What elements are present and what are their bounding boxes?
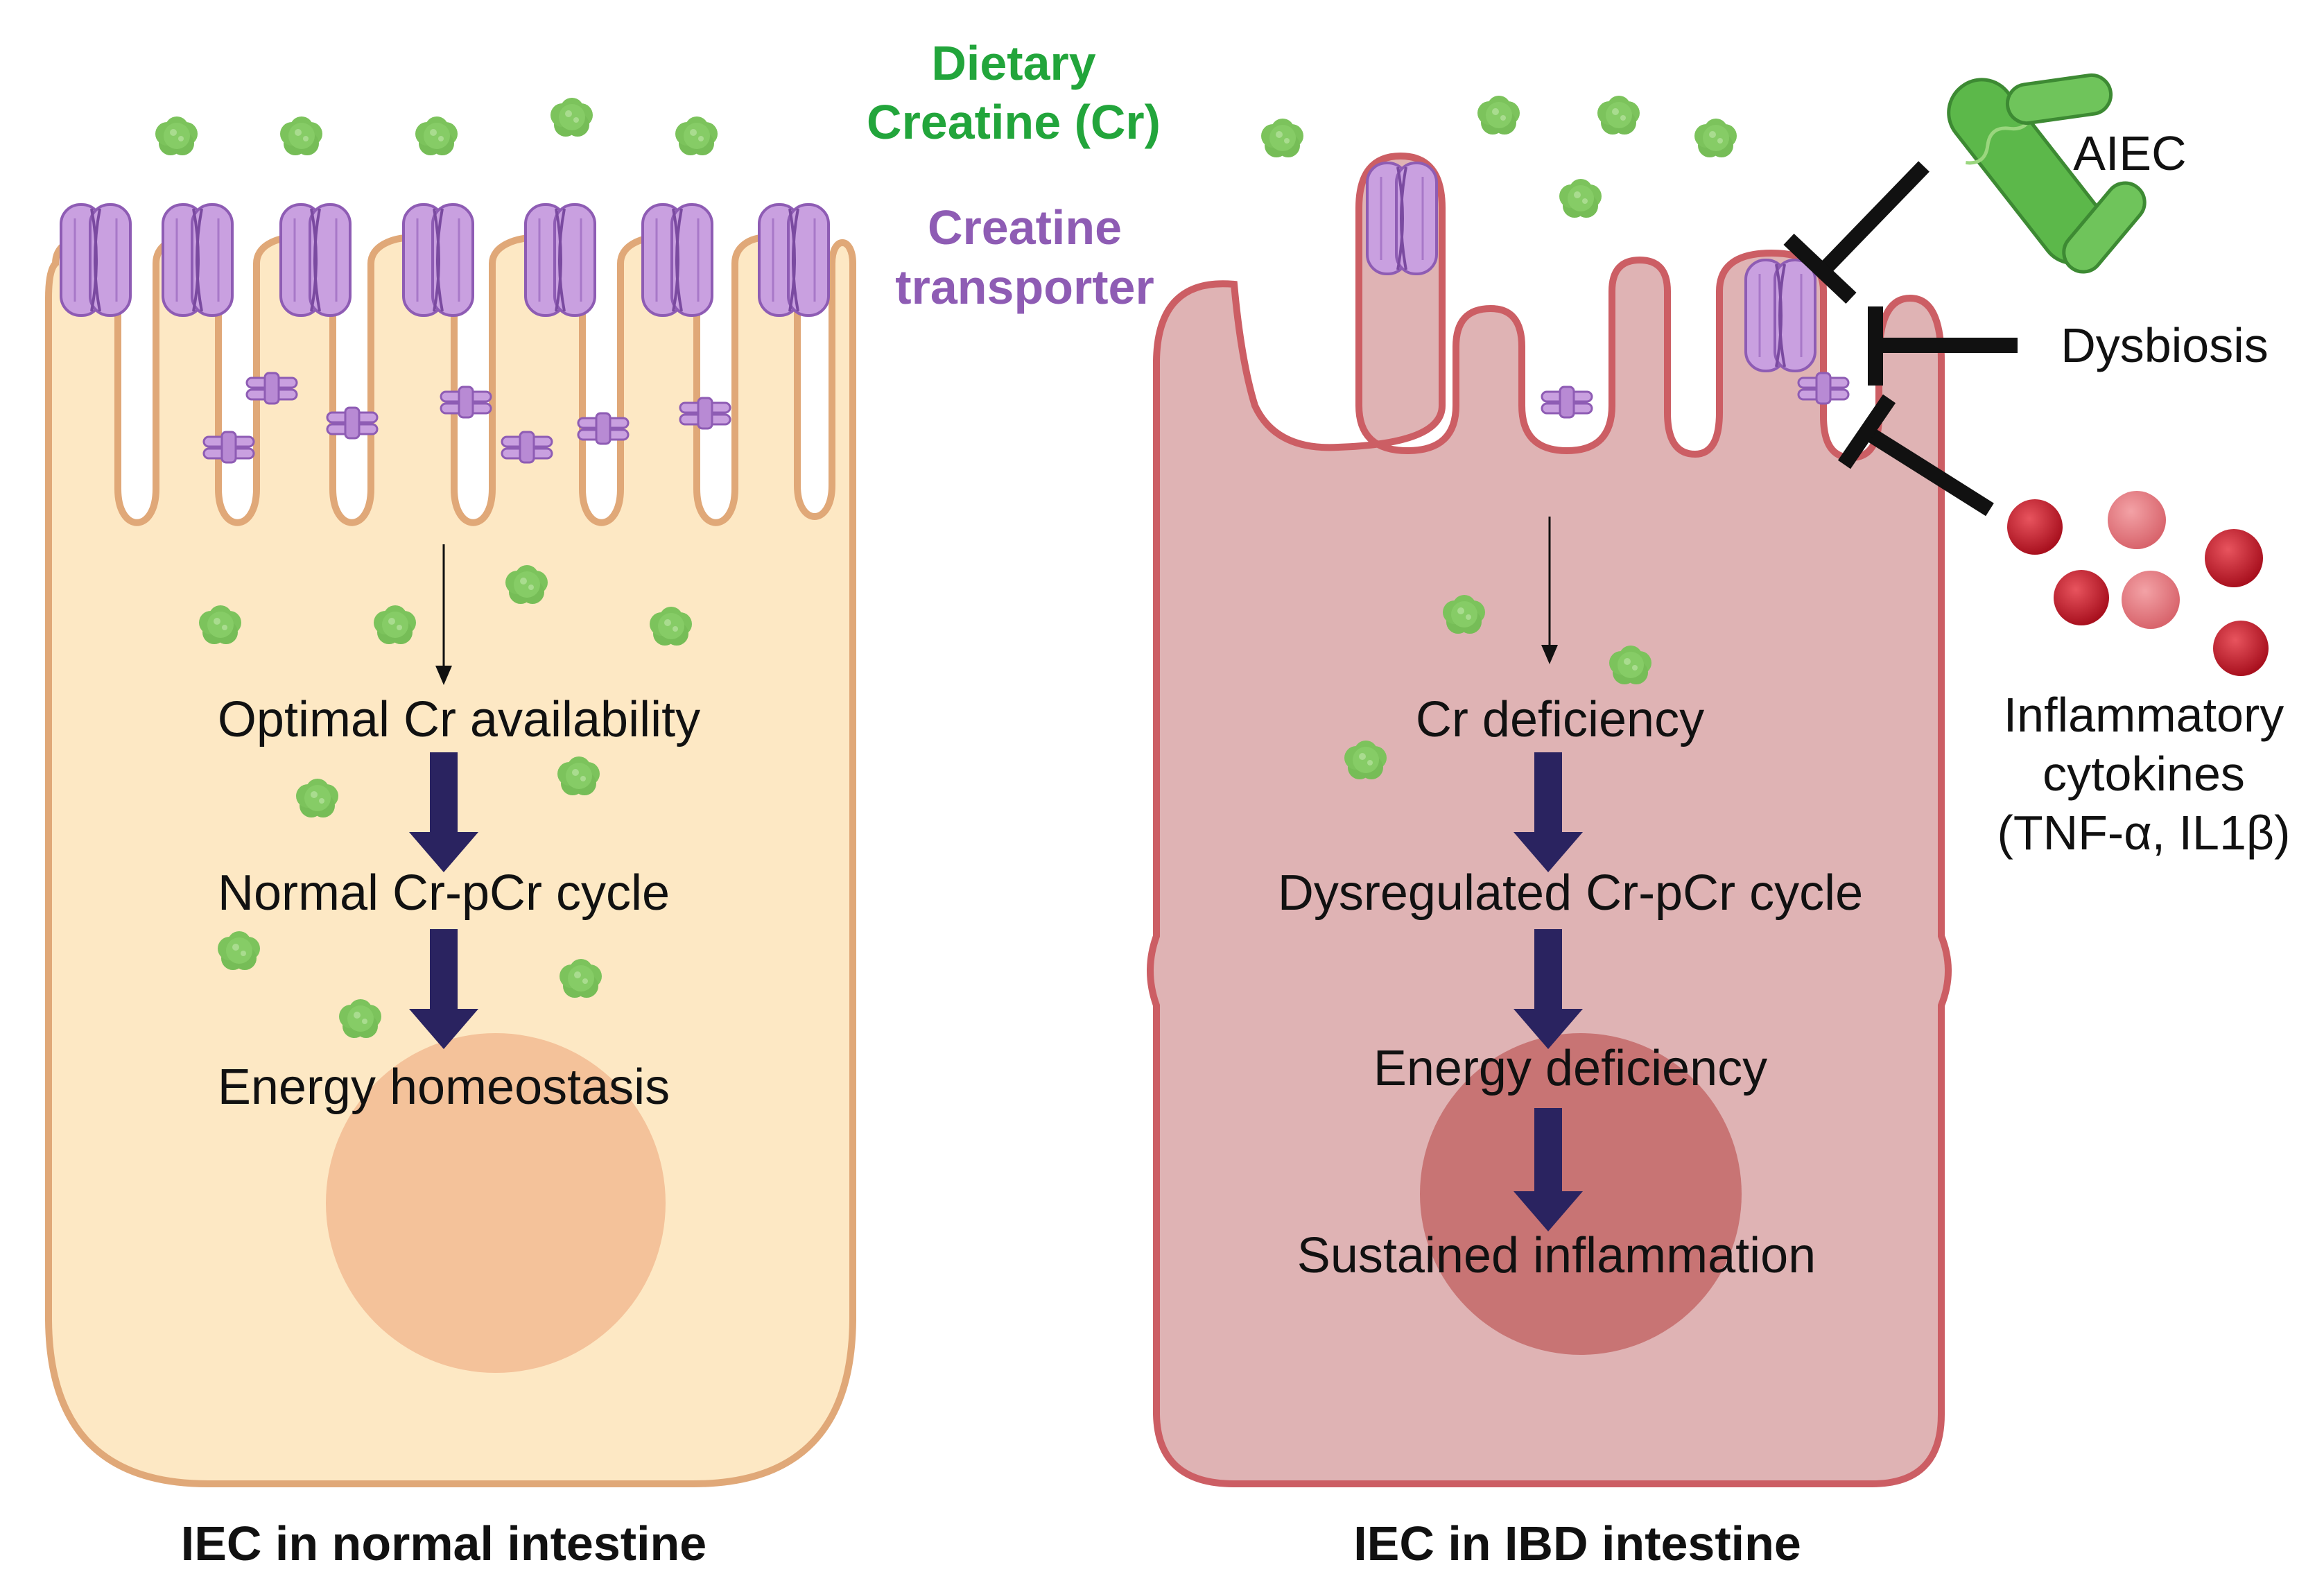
ibd-nucleus	[1420, 1033, 1742, 1355]
creatine-molecule-icon	[155, 116, 198, 155]
dysbiosis-label: Dysbiosis	[2061, 318, 2269, 372]
intracellular-transporter-icon	[679, 397, 731, 430]
ibd-step-1: Cr deficiency	[1416, 692, 1704, 747]
intracellular-transporter-icon	[1797, 372, 1850, 405]
creatine-transporter-icon	[1744, 259, 1816, 372]
inhibition-arrow	[1868, 306, 2018, 386]
inhibition-arrow	[1783, 161, 1930, 304]
bacteria-icon	[2062, 181, 2147, 274]
inhibition-arrow	[1837, 394, 1994, 517]
creatine-transporter-label-2: transporter	[895, 260, 1154, 314]
creatine-molecule-icon	[675, 116, 718, 155]
cytokine-icon	[2054, 570, 2109, 625]
cytokine-icon	[2108, 491, 2166, 549]
creatine-molecule-icon	[1694, 119, 1737, 157]
flow-arrow	[1514, 1108, 1583, 1231]
ibd-step-2: Dysregulated Cr-pCr cycle	[1278, 865, 1863, 921]
creatine-molecule-icon	[280, 116, 322, 155]
ibd-step-3: Energy deficiency	[1373, 1041, 1767, 1096]
intracellular-transporter-icon	[202, 431, 255, 464]
creatine-molecule-icon	[1559, 179, 1602, 218]
flow-arrow	[1514, 752, 1583, 872]
creatine-transporter-icon	[279, 203, 352, 317]
intracellular-transporter-icon	[245, 372, 298, 405]
cytokine-icon	[2213, 621, 2269, 676]
creatine-molecule-icon	[415, 116, 458, 155]
creatine-molecule-icon	[1597, 96, 1640, 135]
cytokine-icon	[2007, 499, 2063, 555]
flow-arrow	[409, 929, 478, 1049]
intracellular-transporter-icon	[577, 412, 630, 445]
creatine-molecule-icon	[1477, 96, 1520, 135]
ibd-cell-caption: IEC in IBD intestine	[1353, 1516, 1801, 1571]
dietary-creatine-label-2: Creatine (Cr)	[867, 95, 1161, 149]
cytokines-label-3: (TNF-α, IL1β)	[1997, 806, 2291, 860]
normal-nucleus	[326, 1033, 666, 1373]
creatine-transporter-icon	[60, 203, 132, 317]
ibd-step-4: Sustained inflammation	[1297, 1228, 1816, 1283]
dietary-creatine-label: Dietary	[931, 36, 1095, 90]
bacteria-icon	[1947, 78, 2108, 266]
creatine-molecule-icon	[1261, 119, 1303, 157]
cytokines-label-2: cytokines	[2043, 747, 2245, 801]
aiec-label: AIEC	[2073, 126, 2186, 180]
creatine-transporter-icon	[641, 203, 713, 317]
intracellular-transporter-icon	[1541, 386, 1593, 419]
flow-arrow	[409, 752, 478, 872]
creatine-transporter-icon	[162, 203, 234, 317]
intracellular-transporter-icon	[326, 406, 379, 440]
cytokine-icon	[2205, 529, 2263, 587]
intracellular-transporter-icon	[440, 386, 492, 419]
flow-arrow	[1514, 929, 1583, 1049]
bacteria-icon	[2005, 73, 2113, 126]
creatine-transporter-icon	[402, 203, 474, 317]
normal-step-1: Optimal Cr availability	[218, 692, 700, 747]
creatine-transporter-label: Creatine	[928, 200, 1122, 254]
creatine-transporter-icon	[524, 203, 596, 317]
normal-step-2: Normal Cr-pCr cycle	[218, 865, 670, 921]
normal-step-3: Energy homeostasis	[218, 1059, 670, 1115]
cytokines-label: Inflammatory	[2004, 688, 2284, 742]
thin-arrowhead	[435, 666, 452, 685]
intracellular-transporter-icon	[501, 431, 553, 464]
thin-arrowhead	[1541, 645, 1558, 664]
creatine-transporter-icon	[1366, 162, 1438, 275]
normal-cell-caption: IEC in normal intestine	[181, 1516, 706, 1571]
creatine-transporter-icon	[758, 203, 830, 317]
creatine-molecule-icon	[550, 98, 593, 137]
cytokine-icon	[2122, 571, 2180, 629]
